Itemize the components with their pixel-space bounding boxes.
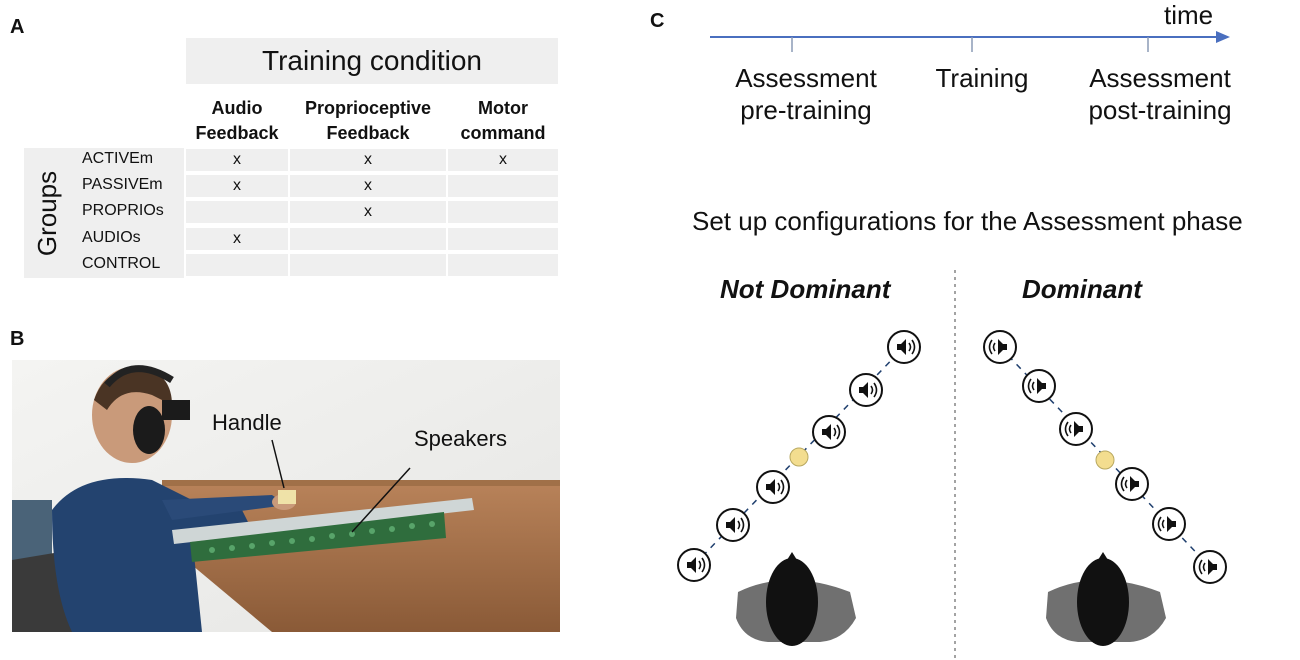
speaker-icon	[1152, 507, 1186, 541]
speaker-icon	[849, 373, 883, 407]
speaker-icon	[1115, 467, 1149, 501]
head-icon	[736, 552, 856, 646]
config-divider	[954, 270, 956, 660]
handle-dot	[1095, 450, 1115, 470]
groups-label-wrap: Groups	[20, 170, 76, 255]
handle-callout: Handle	[212, 410, 282, 435]
column-header-line: Feedback	[326, 123, 410, 143]
head-icon	[1046, 552, 1166, 646]
dominant-diagram	[983, 330, 1227, 646]
speaker-icon	[1059, 412, 1093, 446]
table-cell	[186, 201, 288, 223]
phase-line: pre-training	[740, 95, 872, 125]
table-cell	[186, 254, 288, 276]
not-dominant-diagram	[677, 330, 921, 646]
table-cell: x	[290, 201, 446, 223]
speaker-icon	[756, 470, 790, 504]
row-name: PROPRIOs	[82, 202, 164, 219]
row-name: AUDIOs	[82, 229, 141, 246]
column-header-proprioceptive: Proprioceptive Feedback	[290, 96, 446, 146]
speaker-icon	[677, 548, 711, 582]
column-header-line: Audio	[211, 98, 263, 118]
column-header-audio: Audio Feedback	[186, 96, 288, 146]
panel-c-letter: C	[650, 10, 665, 32]
speaker-icon	[812, 415, 846, 449]
phase-line: Assessment	[1089, 63, 1231, 93]
speaker-icon	[716, 508, 750, 542]
table-cell	[448, 228, 558, 250]
speaker-icon	[983, 330, 1017, 364]
speaker-icon	[887, 330, 921, 364]
phase-post-training: Assessment post-training	[1070, 62, 1250, 126]
row-name: PASSIVEm	[82, 176, 163, 193]
table-cell	[448, 254, 558, 276]
column-header-line: command	[460, 123, 546, 143]
table-cell	[290, 254, 446, 276]
panel-b-letter: B	[10, 328, 25, 350]
handle-dot	[789, 447, 809, 467]
column-header-motor: Motor command	[448, 96, 558, 146]
time-label: time	[1164, 0, 1214, 30]
config-title-not-dominant: Not Dominant	[720, 274, 891, 304]
table-cell: x	[290, 149, 446, 171]
column-header-line: Motor	[478, 98, 528, 118]
table-cell: x	[186, 175, 288, 197]
phase-line: Training	[935, 63, 1029, 93]
table-cell: x	[186, 149, 288, 171]
experiment-photo	[12, 360, 560, 632]
groups-box	[24, 148, 184, 278]
speaker-icon	[1193, 550, 1227, 584]
table-cell: x	[448, 149, 558, 171]
row-name: CONTROL	[82, 255, 161, 272]
timeline-arrow	[710, 31, 1230, 52]
row-name: ACTIVEm	[82, 150, 154, 167]
phase-line: post-training	[1088, 95, 1232, 125]
column-header-line: Feedback	[195, 123, 279, 143]
table-cell	[290, 228, 446, 250]
groups-label: Groups	[32, 170, 63, 256]
phase-training: Training	[902, 62, 1062, 94]
table-cell	[448, 175, 558, 197]
column-header-line: Proprioceptive	[304, 98, 432, 118]
training-condition-header: Training condition	[186, 38, 558, 84]
panel-a-letter: A	[10, 16, 25, 38]
phase-pre-training: Assessment pre-training	[716, 62, 896, 126]
table-cell: x	[186, 228, 288, 250]
table-cell: x	[290, 175, 446, 197]
speaker-icon	[1022, 369, 1056, 403]
table-cell	[448, 201, 558, 223]
speakers-callout: Speakers	[414, 426, 507, 451]
photo-illustration	[12, 360, 560, 632]
config-title-dominant: Dominant	[1022, 274, 1142, 304]
phase-line: Assessment	[735, 63, 877, 93]
setup-title: Set up configurations for the Assessment…	[692, 206, 1243, 236]
